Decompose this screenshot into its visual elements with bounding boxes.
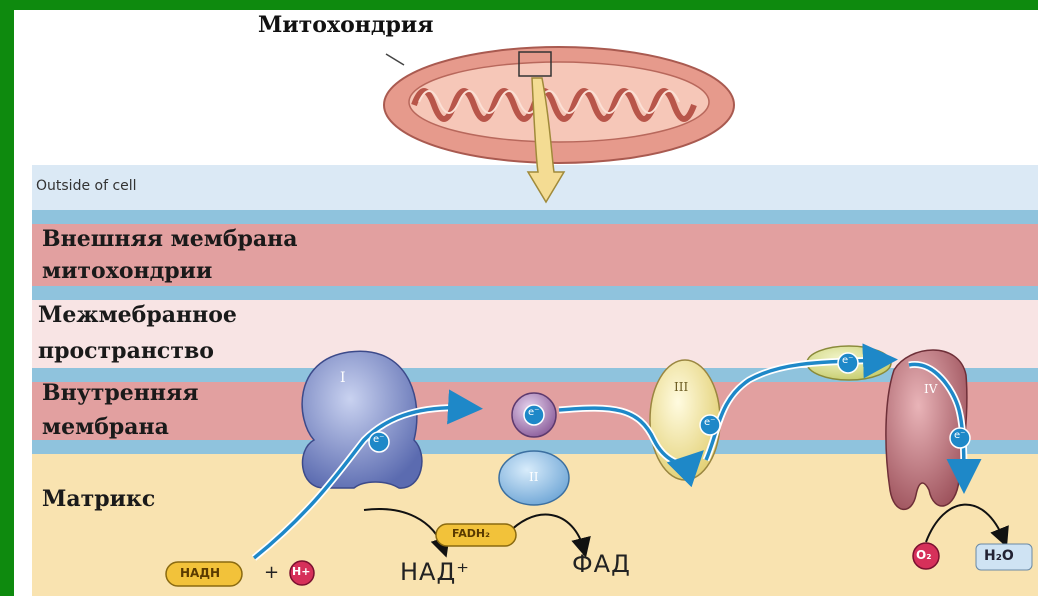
electron-label-5: e⁻ [954, 430, 965, 441]
complex-iv-label: IV [924, 382, 937, 396]
nad-conversion-arrow [364, 509, 444, 550]
complex-ii-label: II [529, 470, 538, 484]
electron-label-1: e⁻ [373, 434, 384, 445]
intermembrane-label-line2: пространство [38, 338, 214, 364]
complex-iii-label: III [674, 380, 688, 394]
nad-label: НАД⁺ [400, 558, 470, 586]
electron-label-2: e⁻ [528, 407, 539, 418]
inner-membrane-label-line2: мембрана [42, 414, 169, 440]
intermembrane-label-line1: Межмебранное [38, 302, 237, 328]
fadh2-label: FADH₂ [452, 527, 490, 540]
proton-label: H+ [292, 565, 310, 578]
oxygen-label: O₂ [916, 548, 931, 562]
mitochondrion-title: Митохондрия [258, 12, 433, 38]
electron-label-4: e⁻ [842, 355, 853, 366]
electron-label-3: e⁻ [704, 417, 715, 428]
fad-label: ФАД [572, 550, 631, 578]
nadh-label: НАДН [180, 566, 220, 580]
mitochondrion-illustration [384, 47, 734, 202]
outside-of-cell-label: Outside of cell [36, 178, 137, 194]
water-formation-arrow [926, 505, 1004, 542]
outer-membrane-label-line2: митохондрии [42, 258, 212, 284]
matrix-label: Матрикс [42, 486, 155, 512]
water-label: H₂O [984, 548, 1014, 564]
complex-i-label: I [340, 370, 346, 386]
outer-membrane-label-line1: Внешняя мембрана [42, 226, 298, 252]
plus-sign: + [264, 562, 279, 583]
complex-i-shape [302, 351, 422, 488]
inner-membrane-label-line1: Внутренняя [42, 380, 199, 406]
diagram-canvas: Митохондрия Outside of cell Внешняя мемб… [14, 10, 1038, 596]
